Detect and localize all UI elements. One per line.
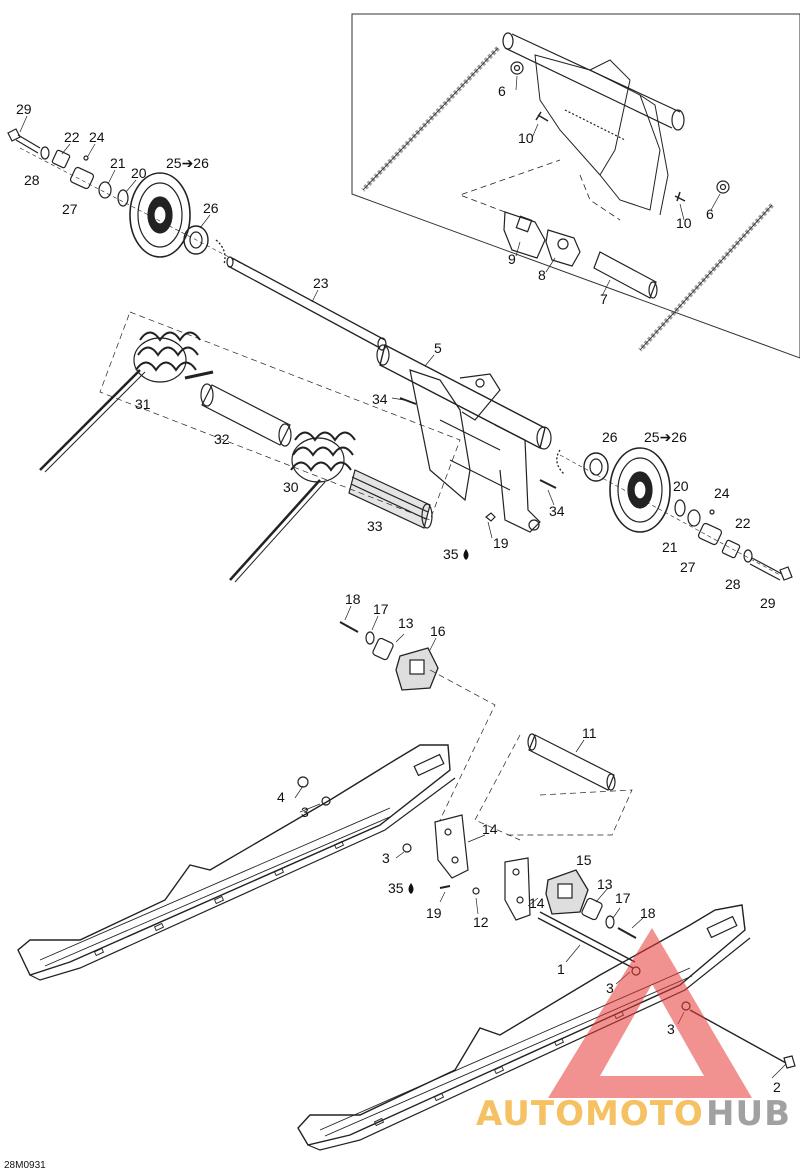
callout-16: 16 [430,623,446,639]
callout-17-lower: 17 [615,890,631,906]
callout-29-right: 29 [760,595,776,611]
callout-3-c: 3 [606,980,614,996]
watermark-text-auto: AUTOMOTO [476,1094,704,1134]
callout-3-d: 3 [667,1021,675,1037]
callout-35-upper: 35 [443,546,459,562]
left-slide-rail [17,744,456,981]
callout-23: 23 [313,275,329,291]
callout-32: 32 [214,431,230,447]
callout-6-top: 6 [498,83,506,99]
callout-33: 33 [367,518,383,534]
callout-4: 4 [277,789,285,805]
callout-13-upper: 13 [398,615,414,631]
callout-22-left: 22 [64,129,80,145]
slider-block-upper [339,621,496,821]
callout-8: 8 [538,267,546,283]
callout-29-left: 29 [16,101,32,117]
callout-25-26-right: 25➔26 [644,429,687,445]
callout-2: 2 [773,1079,781,1095]
callout-3-b: 3 [382,850,390,866]
callout-6-right: 6 [706,206,714,222]
inset-detail-box [351,13,800,359]
callout-7: 7 [600,291,608,307]
callout-14-upper: 14 [482,821,498,837]
callout-19-upper: 19 [493,535,509,551]
callout-26-left: 26 [203,200,219,216]
watermark-text-hub: HUB [706,1094,791,1134]
callout-18-lower: 18 [640,905,656,921]
callout-17-upper: 17 [373,601,389,617]
pin-and-brackets [297,733,796,1069]
callout-24-right: 24 [714,485,730,501]
watermark-triangle-icon [548,928,752,1098]
callout-20-left: 20 [131,165,147,181]
callout-31: 31 [135,396,151,412]
callout-22-right: 22 [735,515,751,531]
callout-20-right: 20 [673,478,689,494]
callout-leaders [19,75,787,1079]
callout-21-right: 21 [662,539,678,555]
callout-35-lower: 35 [388,880,404,896]
torsion-springs-group [39,311,461,583]
callout-26-right: 26 [602,429,618,445]
callout-27-right: 27 [680,559,696,575]
callout-numbers: 29 22 24 28 21 20 25➔26 27 26 23 5 34 31… [16,83,781,1095]
callout-25-26-left: 25➔26 [166,155,209,171]
left-idler-wheel-assembly [7,128,251,269]
callout-10-top: 10 [518,130,534,146]
callout-30: 30 [283,479,299,495]
main-shaft [226,256,552,450]
callout-9: 9 [508,251,516,267]
callout-15: 15 [576,852,592,868]
callout-28-right: 28 [725,576,741,592]
callout-28-left: 28 [24,172,40,188]
callout-12: 12 [473,914,489,930]
watermark-logo: AUTOMOTO HUB [476,928,791,1134]
callout-34-left: 34 [372,391,388,407]
callout-11: 11 [582,725,597,741]
callout-5: 5 [434,340,442,356]
oil-drop-icon [463,549,469,560]
rear-arm-bracket [399,369,557,533]
callout-3-a: 3 [301,804,309,820]
right-idler-wheel-assembly [556,447,793,581]
callout-13-lower: 13 [597,876,613,892]
slider-block-lower [545,869,637,939]
callout-24-left: 24 [89,129,105,145]
callout-21-left: 21 [110,155,126,171]
callout-19-lower: 19 [426,905,442,921]
callout-1: 1 [557,961,565,977]
oil-drop-icon [408,883,414,894]
figure-code: 28M0931 [4,1160,46,1171]
callout-18-upper: 18 [345,591,361,607]
callout-34-right: 34 [549,503,565,519]
callout-27-left: 27 [62,201,78,217]
callout-10-right: 10 [676,215,692,231]
callout-14-lower: 14 [529,895,545,911]
